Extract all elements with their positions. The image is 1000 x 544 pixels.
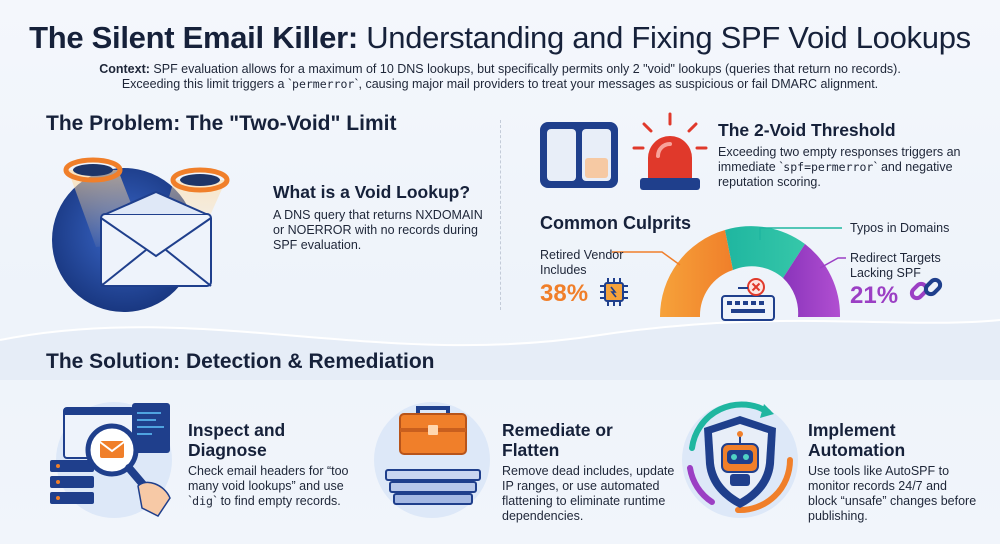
retired-label: Retired Vendor Includes	[540, 248, 624, 277]
alarm-siren-icon	[632, 112, 708, 190]
automate-text: Use tools like AutoSPF to monitor record…	[808, 464, 977, 523]
context-code: permerror	[292, 77, 355, 91]
gauge-segment-typos	[725, 226, 805, 278]
context-text: Context: SPF evaluation allows for a max…	[40, 62, 960, 92]
threshold-text-b: ` and negative reputation scoring.	[718, 160, 953, 189]
gauge-segment-retired	[659, 230, 733, 317]
remediate-text: Remove dead includes, update IP ranges, …	[502, 464, 675, 523]
broken-link-icon	[909, 277, 943, 301]
background-wave	[0, 319, 1000, 380]
threshold-code: spf=permerror	[783, 160, 874, 174]
section-divider	[500, 120, 501, 310]
redirect-pct: 21%	[850, 282, 899, 309]
inspect-text-b: ` to find empty records.	[212, 494, 341, 508]
chip-icon	[600, 278, 628, 306]
inspect-title: Inspect and Diagnose	[188, 420, 286, 460]
title-bold: The Silent Email Killer:	[29, 20, 358, 55]
typos-label: Typos in Domains	[850, 221, 950, 235]
context-line-1: SPF evaluation allows for a maximum of 1…	[153, 62, 901, 76]
threshold-text-a: Exceeding two empty responses triggers a…	[718, 145, 961, 174]
redirect-label: Redirect Targets Lacking SPF	[850, 251, 941, 280]
inspect-text: Check email headers for “too many void l…	[188, 464, 363, 509]
inspect-code: dig	[192, 494, 213, 508]
void-lookup-text: A DNS query that returns NXDOMAIN or NOE…	[273, 208, 483, 252]
culprits-heading: Common Culprits	[540, 213, 691, 233]
culprits-gauge	[659, 226, 841, 317]
remediate-title: Remediate or Flatten	[502, 420, 613, 460]
context-line-2b: `, causing major mail providers to treat…	[354, 77, 879, 91]
solution-heading: The Solution: Detection & Remediation	[46, 350, 435, 373]
page-title: The Silent Email Killer: Understanding a…	[0, 20, 1000, 56]
toolbox-icon	[374, 402, 490, 518]
void-lookup-title: What is a Void Lookup?	[273, 182, 471, 202]
inspect-magnifier-icon	[50, 402, 172, 518]
robot-shield-icon	[682, 401, 798, 518]
context-line-2a: Exceeding this limit triggers a `	[121, 77, 293, 91]
title-rest: Understanding and Fixing SPF Void Lookup…	[366, 20, 971, 55]
retired-pct: 38%	[540, 280, 589, 307]
automate-title: Implement Automation	[808, 420, 906, 460]
context-label: Context:	[99, 62, 150, 76]
keyboard-error-icon	[721, 278, 775, 321]
threshold-text: Exceeding two empty responses triggers a…	[718, 145, 963, 190]
gauge-segment-redirect	[783, 244, 841, 317]
two-slot-icon	[540, 122, 618, 188]
problem-heading: The Problem: The "Two-Void" Limit	[46, 112, 397, 135]
void-envelope-icon	[52, 157, 230, 312]
inspect-text-a: Check email headers for “too many void l…	[188, 464, 349, 508]
threshold-title: The 2-Void Threshold	[718, 120, 896, 140]
